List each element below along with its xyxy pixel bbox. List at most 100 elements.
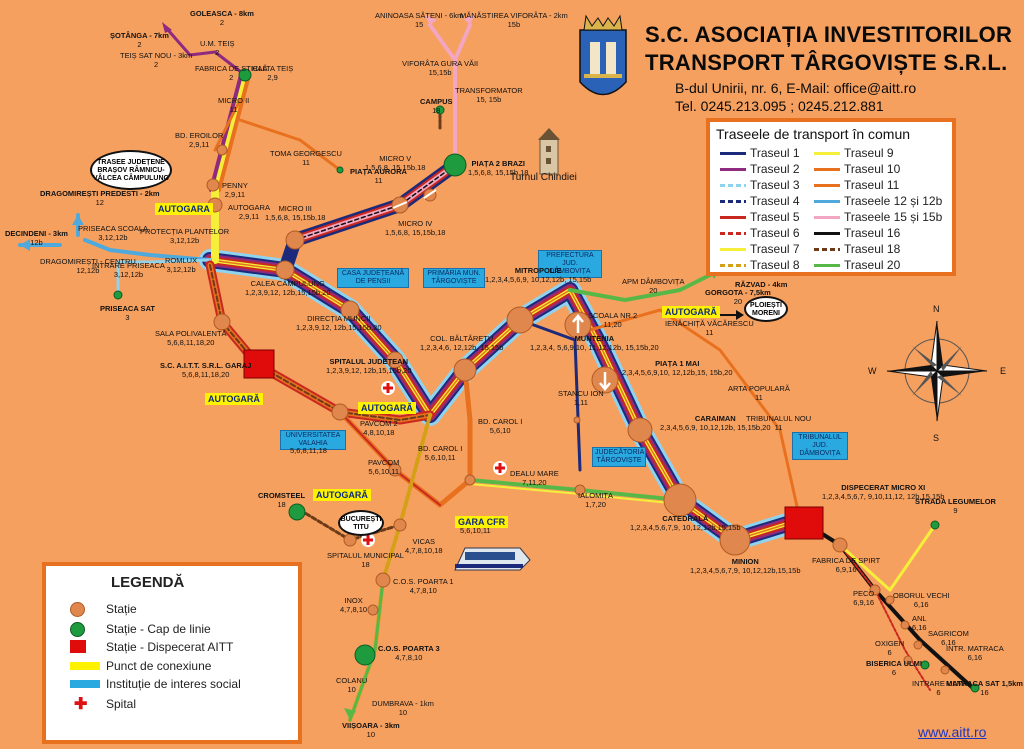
stop-name: DUMBRAVA - 1km bbox=[372, 699, 434, 708]
terminus-symbol-icon bbox=[70, 622, 85, 637]
stop-name: U.M. TEIȘ bbox=[200, 39, 235, 48]
legend-title: LEGENDĂ bbox=[111, 574, 185, 591]
stop-name: INTRARE PRISEACA bbox=[92, 261, 165, 270]
stop-routes: 11 bbox=[705, 327, 714, 337]
stop-name: MICRO III bbox=[278, 204, 312, 213]
tag-prefectura: PREFECTURA JUD. DÂMBOVIȚA bbox=[538, 250, 602, 278]
stop-name: CARAIMAN bbox=[694, 414, 736, 423]
stop-name: BD. CAROL I bbox=[478, 417, 523, 426]
stop-name: MINION bbox=[731, 557, 759, 566]
station-sala bbox=[213, 313, 231, 331]
station-oborul bbox=[885, 595, 895, 605]
route-label: Traseul 11 bbox=[844, 178, 900, 192]
station-cos1 bbox=[375, 572, 391, 588]
station-anl bbox=[900, 620, 910, 630]
hospital-symbol-icon: ✚ bbox=[74, 696, 88, 713]
routes-legend: Traseele de transport în comun Traseul 1… bbox=[706, 118, 956, 276]
stop-routes: 6,9,16 bbox=[835, 564, 857, 574]
stop-name: AUTOGARA bbox=[228, 203, 270, 212]
route-swatch bbox=[720, 264, 746, 267]
route-label: Traseul 7 bbox=[750, 242, 800, 256]
stop-routes: 1,2,3,4, 5,6,9,10, 11,12,12b, 15,15b,20 bbox=[530, 342, 659, 352]
stop-routes: 5,6,8,11,18 bbox=[290, 446, 327, 455]
stop-routes: 1,2,3,9,12, 12b,15,15b,20 bbox=[245, 287, 331, 297]
route-swatch bbox=[814, 232, 840, 235]
route-swatch bbox=[720, 232, 746, 235]
station-catedrala bbox=[663, 483, 697, 517]
tag-autogara-4: AUTOGARĂ bbox=[662, 306, 720, 318]
stop-name: GOLEASCA - 8km bbox=[190, 9, 254, 18]
stop-routes: 6 bbox=[936, 687, 941, 697]
stop-routes: 2,3,4,5,6,9,10, 12,12b,15, 15b,20 bbox=[622, 367, 733, 377]
station-inox bbox=[367, 604, 379, 616]
stop-routes: 1,2,3,4,6, 12,12b, 15,15b bbox=[420, 342, 504, 352]
station-spitalul-municipal bbox=[343, 533, 357, 547]
stop-routes: 2 bbox=[154, 59, 159, 69]
stop-name: SPITALUL MUNICIPAL bbox=[327, 551, 404, 560]
stop-name: MICRO V bbox=[379, 154, 412, 163]
route-swatch bbox=[814, 152, 840, 155]
stop-routes: 6,9,16 bbox=[853, 597, 875, 607]
stop-name: FABRICA DE STICLĂ bbox=[195, 64, 268, 73]
compass-e: E bbox=[1000, 366, 1007, 376]
compass-w: W bbox=[868, 366, 877, 376]
company-title-line1: S.C. ASOCIAȚIA INVESTITORILOR bbox=[645, 22, 1013, 47]
oval-ploiesti: PLOIEȘTI MORENI bbox=[744, 296, 788, 322]
station-intr-matraca bbox=[940, 665, 950, 675]
legend-institution: Instituție de interes social bbox=[106, 677, 241, 691]
stop-name: CAMPUS bbox=[420, 97, 453, 106]
stop-label-univ-valahia: 5,6,8,11,18 bbox=[290, 446, 327, 456]
route-label: Traseul 2 bbox=[750, 162, 800, 176]
route-swatch bbox=[720, 168, 746, 171]
stop-name: RĂZVAD - 4km bbox=[735, 280, 788, 289]
stop-name: COLANU bbox=[336, 676, 368, 685]
stop-routes: 4,7,8,10,18 bbox=[405, 545, 443, 555]
website-link[interactable]: www.aitt.ro bbox=[918, 724, 987, 740]
terminus-biserica bbox=[920, 660, 930, 670]
station-oxigen bbox=[903, 655, 913, 665]
stop-routes: 2 bbox=[219, 17, 225, 27]
map-legend: LEGENDĂ Stație Stație - Cap de linie Sta… bbox=[42, 562, 302, 744]
route-swatch bbox=[720, 216, 746, 219]
terminus-matraca bbox=[970, 683, 980, 693]
direction-arrows bbox=[392, 189, 611, 391]
route-swatch bbox=[814, 264, 840, 267]
station-pavcom2 bbox=[331, 403, 349, 421]
station-minion bbox=[719, 524, 751, 556]
stop-name: PAVCOM bbox=[368, 458, 400, 467]
stop-routes: 11 bbox=[229, 104, 238, 114]
route-label: Traseul 18 bbox=[844, 242, 901, 256]
stop-routes: 4,7,8,10 bbox=[395, 652, 423, 662]
stop-routes: 5,6,8,11,18,20 bbox=[167, 337, 215, 347]
station-calea-campulung bbox=[275, 260, 295, 280]
tag-autogara-2: AUTOGARĂ bbox=[205, 393, 263, 405]
